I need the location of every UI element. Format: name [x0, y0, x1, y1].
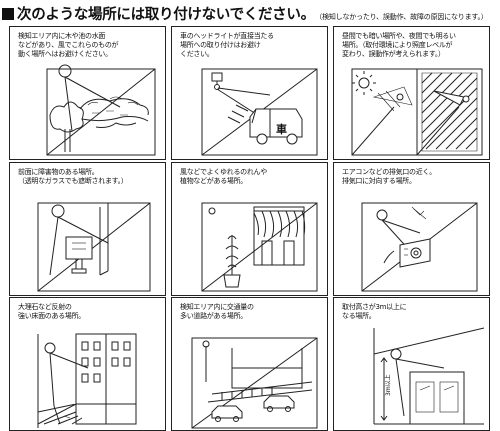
cell-caption: 大理石など反射の 強い床面のある場所。: [18, 303, 85, 320]
cell-caption: 取付高さが3m以上に なる場所。: [342, 303, 407, 320]
cell-trees-pond: 検知エリア内に木や池の水面 などがあり、風でこれらのものが 動く場所へはお避けく…: [9, 26, 166, 160]
cell-light-level: 昼間でも暗い場所や、夜間でも明るい 場所。（取付環境により照度レベルが 変わり、…: [333, 26, 490, 160]
cell-caption: 車のヘッドライトが直接当たる 場所への取り付けはお避け ください。: [180, 32, 274, 58]
cell-caption: 検知エリア内に交通量の 多い道路がある場所。: [180, 303, 254, 320]
black-square-icon: [2, 8, 14, 20]
headlight-illustration: 車: [201, 68, 318, 156]
car-label: 車: [276, 122, 287, 136]
light-level-illustration: [351, 68, 483, 156]
aircon-illustration: [361, 202, 478, 292]
page-title: 次のような場所には取り付けないでください。: [17, 7, 315, 23]
header-note: （検知しなかったり、誤動作、故障の原因になります。）: [318, 13, 488, 21]
cell-busy-road: 検知エリア内に交通量の 多い道路がある場所。: [171, 297, 328, 431]
cell-caption: エアコンなどの排気口の近く。 排気口に対向する場所。: [342, 168, 436, 185]
cell-curtain-plants: 風などでよくゆれるのれんや 植物などがある場所。: [171, 162, 328, 296]
trees-pond-illustration: [46, 64, 156, 156]
mount-height-illustration: 3m以上: [373, 327, 485, 425]
cell-aircon: エアコンなどの排気口の近く。 排気口に対向する場所。: [333, 162, 490, 296]
cell-caption: 昼間でも暗い場所や、夜間でも明るい 場所。（取付環境により照度レベルが 変わり、…: [342, 32, 456, 58]
cell-caption: 風などでよくゆれるのれんや 植物などがある場所。: [180, 168, 267, 185]
cell-caption: 前面に障害物のある場所。 （透明なガラスでも遮断されます。）: [18, 168, 128, 185]
cell-headlight: 車 車のヘッドライトが直接当たる 場所への取り付けはお避け ください。: [171, 26, 328, 160]
cell-caption: 検知エリア内に木や池の水面 などがあり、風でこれらのものが 動く場所へはお避けく…: [18, 32, 119, 58]
busy-road-illustration: [191, 337, 318, 429]
curtain-plants-illustration: [201, 202, 318, 292]
cell-obstacle: 前面に障害物のある場所。 （透明なガラスでも遮断されます。）: [9, 162, 166, 296]
height-label: 3m以上: [384, 374, 392, 396]
obstacle-illustration: [37, 202, 151, 292]
cell-marble-floor: 大理石など反射の 強い床面のある場所。: [9, 297, 166, 431]
page-header: 次のような場所には取り付けないでください。（検知しなかったり、誤動作、故障の原因…: [2, 3, 498, 25]
marble-floor-illustration: [37, 333, 137, 428]
cell-mount-height: 3m以上 取付高さが3m以上に なる場所。: [333, 297, 490, 431]
